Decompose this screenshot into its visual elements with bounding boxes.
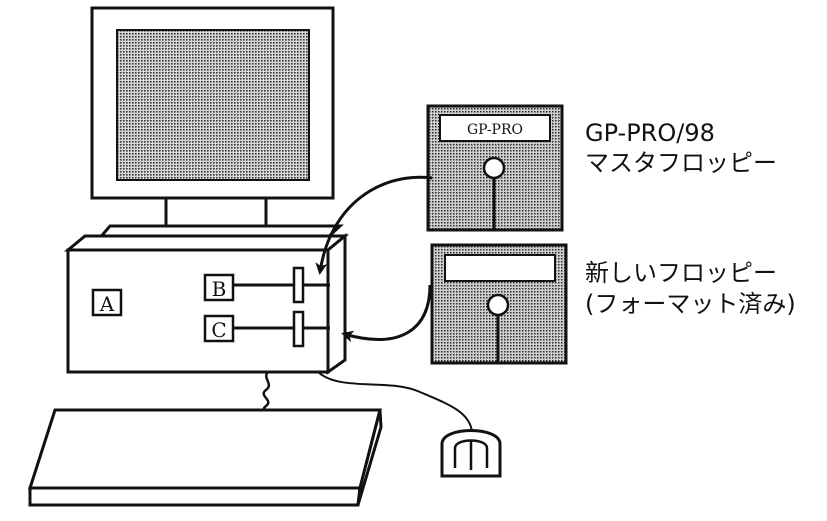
- system-unit-top: [68, 236, 345, 250]
- master-floppy-caption-line2: マスタフロッピー: [585, 148, 777, 178]
- master-floppy-label-text: GP-PRO: [467, 122, 523, 138]
- master-floppy-hub: [484, 158, 504, 178]
- monitor-neck: [166, 198, 266, 226]
- new-floppy: [432, 245, 566, 363]
- drive-b-label: B: [212, 277, 227, 301]
- drive-a-label: A: [99, 292, 115, 316]
- new-floppy-caption-line2: (フォーマット済み): [585, 289, 796, 319]
- system-unit: A B C: [68, 236, 345, 372]
- monitor: [92, 8, 340, 240]
- new-floppy-hub: [488, 295, 508, 315]
- monitor-screen: [117, 30, 309, 180]
- drive-b-latch: [294, 268, 303, 302]
- new-floppy-label-area: [445, 255, 555, 281]
- mouse: [442, 431, 500, 477]
- new-floppy-caption-line1: 新しいフロッピー: [585, 258, 777, 288]
- master-floppy: GP-PRO: [428, 106, 562, 230]
- system-unit-side: [328, 236, 345, 372]
- arrow-new-to-drive-c: [344, 285, 430, 339]
- keyboard: [30, 410, 381, 505]
- drive-c-latch: [294, 312, 303, 346]
- keyboard-front: [30, 488, 360, 505]
- drive-c-label: C: [211, 318, 226, 342]
- master-floppy-caption-line1: GP-PRO/98: [585, 118, 715, 148]
- keyboard-top: [30, 410, 380, 488]
